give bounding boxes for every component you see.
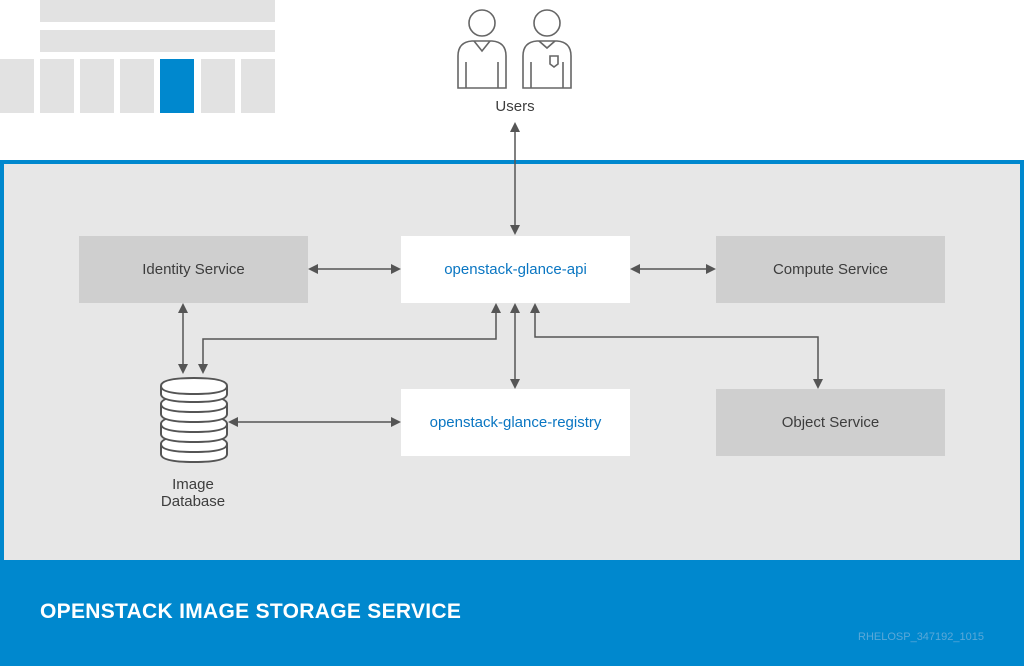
footer-title: OPENSTACK IMAGE STORAGE SERVICE [40, 600, 462, 623]
object-service-box: Object Service [716, 389, 945, 456]
database-label-line1: Image [172, 476, 214, 493]
database-icon [159, 376, 229, 464]
identity-service-box: Identity Service [79, 236, 308, 303]
glance-registry-box: openstack-glance-registry [401, 389, 630, 456]
users-label: Users [495, 98, 535, 115]
database-label-line2: Database [160, 493, 226, 510]
arrow-api-object [530, 303, 823, 389]
compute-service-box: Compute Service [716, 236, 945, 303]
arrow-database-api [198, 303, 501, 374]
users-icon [457, 9, 572, 89]
reference-id: RHELOSP_347192_1015 [858, 631, 984, 643]
glance-api-box: openstack-glance-api [401, 236, 630, 303]
layout-grid-logo [0, 0, 280, 115]
footer-band [0, 560, 1024, 666]
